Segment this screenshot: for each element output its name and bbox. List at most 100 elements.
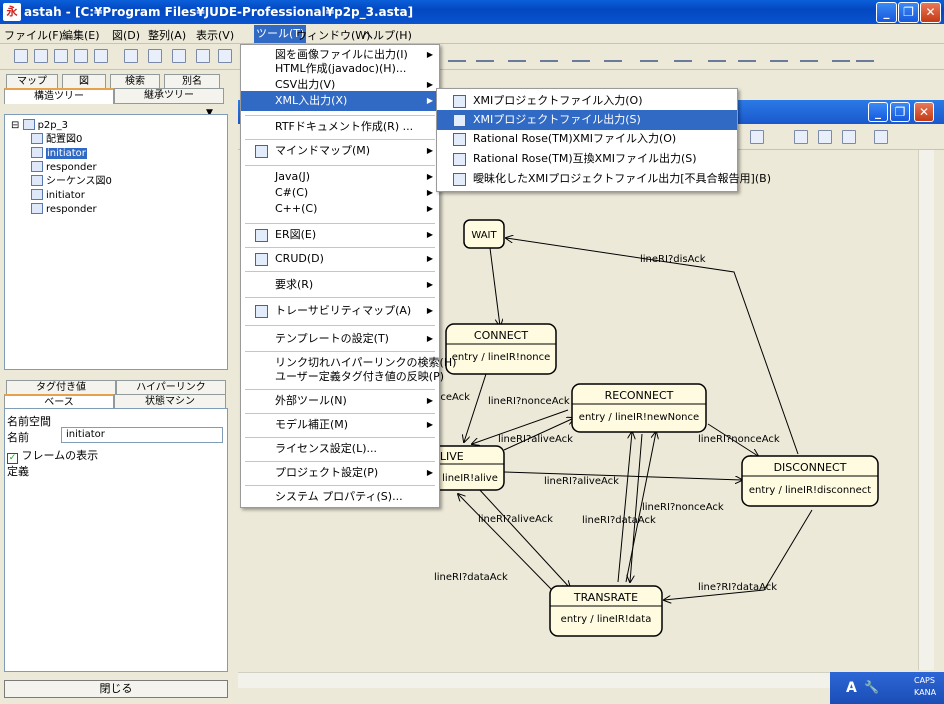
ime-mode[interactable]: A [846,680,857,696]
menu-template-settings[interactable]: テンプレートの設定(T)▶ [275,332,433,345]
line-tool-icon[interactable] [842,130,856,144]
minimize-button[interactable]: _ [876,2,897,23]
bar-chart-icon[interactable] [508,50,526,62]
diagram-maximize-button[interactable]: ❐ [890,102,910,122]
menu-csv-export[interactable]: CSV出力(V)▶ [275,78,433,91]
menu-requirements[interactable]: 要求(R)▶ [275,278,433,291]
menu-align[interactable]: 整列(A) [148,29,187,42]
menu-view[interactable]: 表示(V) [196,29,235,42]
frame-checkbox-row[interactable]: ✓ フレームの表示 [7,447,98,464]
undo-icon[interactable] [218,49,232,63]
close-button[interactable]: 閉じる [4,680,228,698]
menu-model-correction[interactable]: モデル補正(M)▶ [275,418,433,431]
menu-cpp[interactable]: C++(C)▶ [275,202,433,215]
menu-tools[interactable]: ツール(T) [254,25,307,43]
menu-traceability-map[interactable]: トレーサビリティマップ(A)▶ [241,301,439,321]
menu-rtf-document[interactable]: RTFドキュメント作成(R) ... [275,120,414,133]
tree-item-deploy[interactable]: 配置図0 [31,133,82,147]
menu-help[interactable]: ヘルプ(H) [362,29,412,42]
toolbar [0,44,944,70]
line-style-icon[interactable] [640,50,658,62]
tab-structure-tree[interactable]: 構造ツリー [4,88,114,104]
horizontal-scrollbar[interactable] [238,672,932,688]
menu-find-broken-links[interactable]: リンク切れハイパーリンクの検索(H) [275,356,457,369]
menu-rose-export[interactable]: Rational Rose(TM)互換XMIファイル出力(S) [437,149,737,169]
properties-panel: 名前空間 名前 initiator ✓ フレームの表示 定義 [4,408,228,672]
state-reconnect[interactable]: RECONNECT entry / lineIR!newNonce [571,383,707,433]
tree-item-initiator[interactable]: initiator [31,147,87,161]
state-transrate[interactable]: TRANSRATE entry / lineIR!data [549,585,663,637]
close-window-button[interactable]: ✕ [920,2,941,23]
tree-layout-icon[interactable] [708,50,726,62]
tab-base[interactable]: ベース [4,394,114,410]
menu-project-settings[interactable]: プロジェクト設定(P)▶ [275,466,433,479]
menu-er-diagram[interactable]: ER図(E)▶ [241,225,439,245]
tool-icon[interactable]: 🔧 [864,680,879,694]
tree-dropdown-icon[interactable]: ▼ [206,108,213,118]
tree-root[interactable]: ⊟ p2p_3 [11,119,68,131]
panel-splitter[interactable] [230,70,238,700]
menu-license-settings[interactable]: ライセンス設定(L)... [275,442,377,455]
align-center-icon[interactable] [476,50,494,62]
save-icon[interactable] [54,49,68,63]
open-file-icon[interactable] [34,49,48,63]
maximize-button[interactable]: ❐ [898,2,919,23]
menu-xmi-import[interactable]: XMIプロジェクトファイル入力(O) [437,91,737,111]
menu-csharp[interactable]: C#(C)▶ [275,186,433,199]
menu-crud[interactable]: CRUD(D)▶ [241,249,439,269]
state-machine-icon [31,147,43,158]
menu-xmi-export[interactable]: XMIプロジェクトファイル出力(S) [437,110,737,130]
corner-line-icon[interactable] [674,50,692,62]
menu-file[interactable]: ファイル(F) [4,29,63,42]
image-icon[interactable] [750,130,764,144]
pin-icon[interactable] [874,130,888,144]
font-color-icon[interactable] [604,50,622,62]
menu-rose-import[interactable]: Rational Rose(TM)XMIファイル入力(O) [437,129,737,149]
line-color-icon[interactable] [572,50,590,62]
print-preview-icon[interactable] [94,49,108,63]
menu-external-tools[interactable]: 外部ツール(N)▶ [275,394,433,407]
diagram-close-button[interactable]: ✕ [914,102,934,122]
fill-color-icon[interactable] [540,50,558,62]
circle-icon[interactable] [800,50,818,62]
print-icon[interactable] [74,49,88,63]
dot-line-icon[interactable] [770,50,788,62]
new-file-icon[interactable] [14,49,28,63]
menu-edit[interactable]: 編集(E) [62,29,100,42]
paste-icon[interactable] [172,49,186,63]
menu-diagram[interactable]: 図(D) [112,29,141,42]
cut-icon[interactable] [124,49,138,63]
align-icon[interactable] [448,50,466,62]
hierarchy-icon[interactable] [738,50,756,62]
copy-icon[interactable] [148,49,162,63]
menu-java[interactable]: Java(J)▶ [275,170,433,183]
state-connect[interactable]: CONNECT entry / lineIR!nonce [445,323,557,375]
tree-item-responder[interactable]: responder [31,161,97,175]
menu-window[interactable]: ウィンドウ(W) [296,29,371,42]
tree-item-sequence[interactable]: シーケンス図0 [31,175,112,189]
state-disconnect[interactable]: DISCONNECT entry / lineIR!disconnect [741,455,879,507]
tab-inheritance-tree[interactable]: 継承ツリー [114,88,224,104]
frame-icon[interactable] [818,130,832,144]
class-icon [31,203,43,214]
paste-special-icon[interactable] [196,49,210,63]
menu-export-image[interactable]: 図を画像ファイルに出力(I)▶ [275,48,433,61]
menu-system-properties[interactable]: システム プロパティ(S)... [275,490,403,503]
tree-item-initiator-2[interactable]: initiator [31,189,85,203]
name-input[interactable]: initiator [61,427,223,443]
menu-xml-io[interactable]: XML入出力(X)▶ [241,91,439,111]
transition-disconnect-transrate [664,509,813,600]
deployment-diagram-icon [31,133,43,144]
label-aliveack-1: lineRI?aliveAck [498,434,573,445]
menu-apply-tagged-values[interactable]: ユーザー定義タグ付き値の反映(P) [275,370,444,383]
curve-line-icon[interactable] [856,50,874,62]
tree-item-responder-2[interactable]: responder [31,203,97,217]
state-wait[interactable]: WAIT [463,219,505,249]
scissor-line-icon[interactable] [832,50,850,62]
diagram-minimize-button[interactable]: _ [868,102,888,122]
menu-html-javadoc[interactable]: HTML作成(javadoc)(H)... [275,62,407,75]
menu-obfuscated-export[interactable]: 曖昧化したXMIプロジェクトファイル出力[不具合報告用](B) [437,169,771,189]
layout-icon[interactable] [794,130,808,144]
menu-mindmap[interactable]: マインドマップ(M)▶ [241,141,439,161]
vertical-scrollbar[interactable] [918,150,934,670]
